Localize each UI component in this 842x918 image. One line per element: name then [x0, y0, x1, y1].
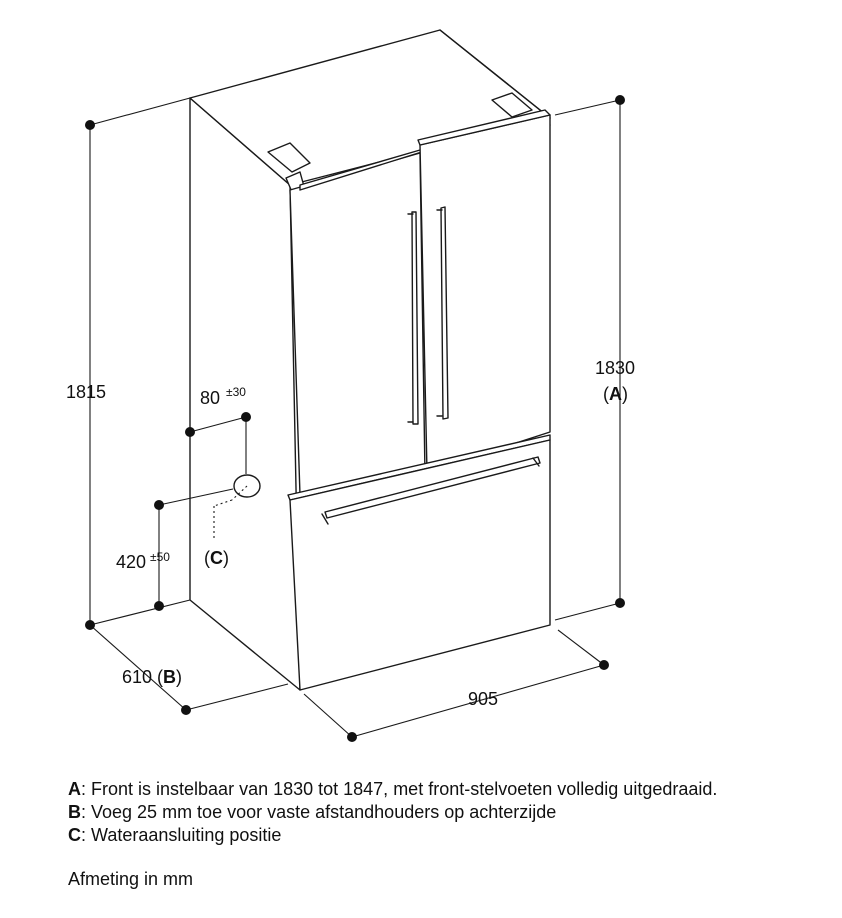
left-door-handle	[411, 211, 419, 425]
legend-key: A	[68, 779, 81, 799]
fridge-cabinet	[189, 29, 551, 691]
label-1815: 1815	[66, 382, 106, 402]
legend-text: : Front is instelbaar van 1830 tot 1847,…	[81, 779, 718, 799]
label-80: 80	[200, 388, 220, 408]
legend-item-a: A: Front is instelbaar van 1830 tot 1847…	[68, 778, 828, 801]
dimension-dots	[85, 95, 625, 742]
label-905: 905	[468, 689, 498, 709]
label-80-tolerance: ±30	[226, 385, 246, 399]
dimension-lines	[89, 97, 621, 738]
fridge-dimension-diagram: 1815 1830 (A) 905 610 (B) 80 ±30 420 ±50…	[66, 29, 635, 742]
label-water-ref: (C)	[204, 548, 229, 568]
legend-text: : Wateraansluiting positie	[81, 825, 282, 845]
label-1830: 1830	[595, 358, 635, 378]
right-door-handle	[440, 206, 449, 420]
label-420-tolerance: ±50	[150, 550, 170, 564]
dimension-labels: 1815 1830 (A) 905 610 (B) 80 ±30 420 ±50…	[66, 358, 635, 709]
legend-text: : Voeg 25 mm toe voor vaste afstandhoude…	[81, 802, 557, 822]
label-610: 610 (B)	[122, 667, 182, 687]
right-door	[417, 109, 551, 473]
water-connection	[213, 474, 261, 540]
legend-key: C	[68, 825, 81, 845]
label-1830-ref: (A)	[603, 384, 628, 404]
label-420: 420	[116, 552, 146, 572]
legend: A: Front is instelbaar van 1830 tot 1847…	[68, 778, 828, 847]
unit-note: Afmeting in mm	[68, 869, 194, 889]
legend-item-c: C: Wateraansluiting positie	[68, 824, 828, 847]
legend-key: B	[68, 802, 81, 822]
drawer-handle	[324, 456, 541, 519]
left-door	[289, 149, 429, 496]
freezer-drawer	[287, 434, 551, 691]
legend-item-b: B: Voeg 25 mm toe voor vaste afstandhoud…	[68, 801, 828, 824]
